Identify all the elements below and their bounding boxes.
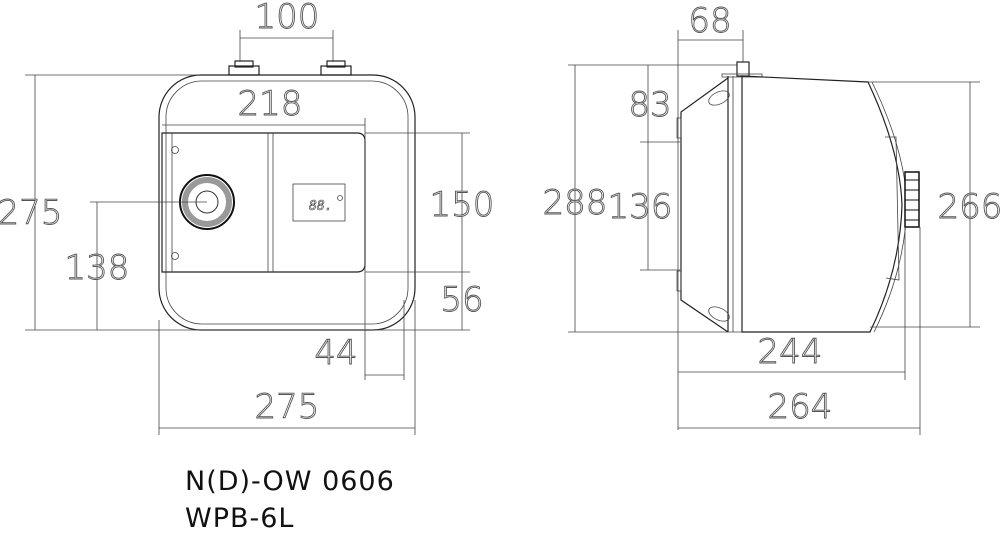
dim-panel-bottom-offset: 56: [440, 280, 483, 320]
side-dimension-lines: [568, 30, 980, 435]
model-variant: WPB-6L: [185, 503, 295, 534]
dim-panel-height: 150: [430, 185, 495, 225]
dim-body-height: 266: [938, 187, 1000, 227]
dim-panel-width: 218: [238, 84, 303, 124]
dim-body-depth: 244: [758, 332, 823, 372]
screw-icon: [171, 252, 179, 260]
dim-total-height: 288: [543, 183, 608, 223]
dim-width: 275: [255, 387, 320, 427]
screw-icon: [171, 146, 179, 154]
indicator-led: [337, 195, 343, 201]
display-readout: 88.: [309, 199, 332, 214]
dim-height: 275: [0, 193, 62, 233]
side-view: [676, 61, 920, 333]
model-number: N(D)-OW 0606: [185, 466, 395, 497]
front-dimension-lines: [25, 30, 470, 435]
knob-side[interactable]: [904, 171, 920, 228]
dim-panel-right-offset: 44: [314, 333, 357, 373]
dim-pipe-spacing: 100: [255, 0, 320, 37]
dim-top-to-bracket: 83: [628, 85, 671, 125]
heater-body-side: [741, 75, 903, 333]
front-panel-side: [680, 77, 729, 333]
control-panel: [161, 132, 366, 273]
digital-display: [292, 183, 346, 222]
dim-knob-height: 138: [65, 248, 130, 288]
dim-bracket-spacing: 136: [608, 187, 673, 227]
dim-pipe-offset: 68: [688, 1, 731, 41]
dim-total-depth: 264: [768, 387, 833, 427]
